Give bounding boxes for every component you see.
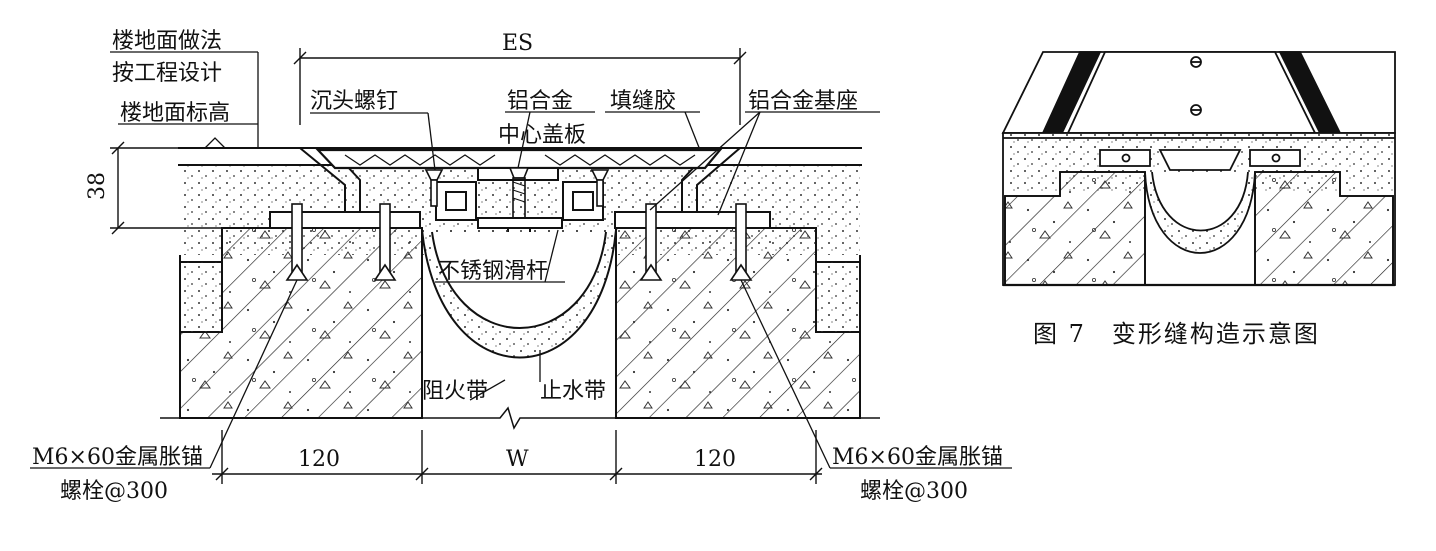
label-stainless-rod: 不锈钢滑杆 (438, 259, 548, 284)
label-sealant: 填缝胶 (610, 89, 676, 114)
dim-es: ES (502, 31, 533, 56)
label-fire-barrier: 阻火带 (422, 379, 488, 404)
dimension-labels: ES 38 120 W 120 (85, 31, 736, 472)
dim-38: 38 (85, 172, 110, 200)
leader-lines (30, 51, 1012, 469)
label-floor-method-1: 楼地面做法 (112, 29, 222, 54)
label-aluminum-alloy: 铝合金 (507, 89, 573, 114)
dim-right-120: 120 (694, 447, 736, 472)
label-floor-method-2: 按工程设计 (112, 61, 222, 86)
anchor-bolts (285, 203, 753, 281)
water-stop-and-fire-barrier (421, 229, 617, 359)
label-aluminum-base: 铝合金基座 (748, 89, 858, 114)
label-floor-elevation: 楼地面标高 (120, 101, 230, 126)
label-anchor-right-2: 螺栓@300 (860, 479, 968, 504)
label-water-stop: 止水带 (540, 379, 606, 404)
es-dimension (293, 48, 747, 125)
main-section (30, 48, 1012, 484)
label-anchor-left-1: M6×60金属胀锚 (32, 445, 203, 470)
label-anchor-left-2: 螺栓@300 (60, 479, 168, 504)
right-concrete-slab (615, 227, 861, 419)
left-concrete-slab (179, 227, 423, 419)
label-anchor-right-1: M6×60金属胀锚 (832, 445, 1003, 470)
label-center-cover: 中心盖板 (498, 123, 586, 148)
inset-3d-view (1001, 51, 1396, 287)
dim-left-120: 120 (298, 447, 340, 472)
inset-caption: 图 7 变形缝构造示意图 (1033, 320, 1320, 348)
height-38-dimension (110, 141, 222, 235)
main-labels: 楼地面做法 按工程设计 楼地面标高 沉头螺钉 铝合金 中心盖板 填缝胶 铝合金基… (32, 29, 1003, 504)
dim-gap-w: W (506, 447, 529, 472)
label-countersunk-screw: 沉头螺钉 (310, 89, 398, 114)
countersunk-screws (424, 167, 610, 219)
